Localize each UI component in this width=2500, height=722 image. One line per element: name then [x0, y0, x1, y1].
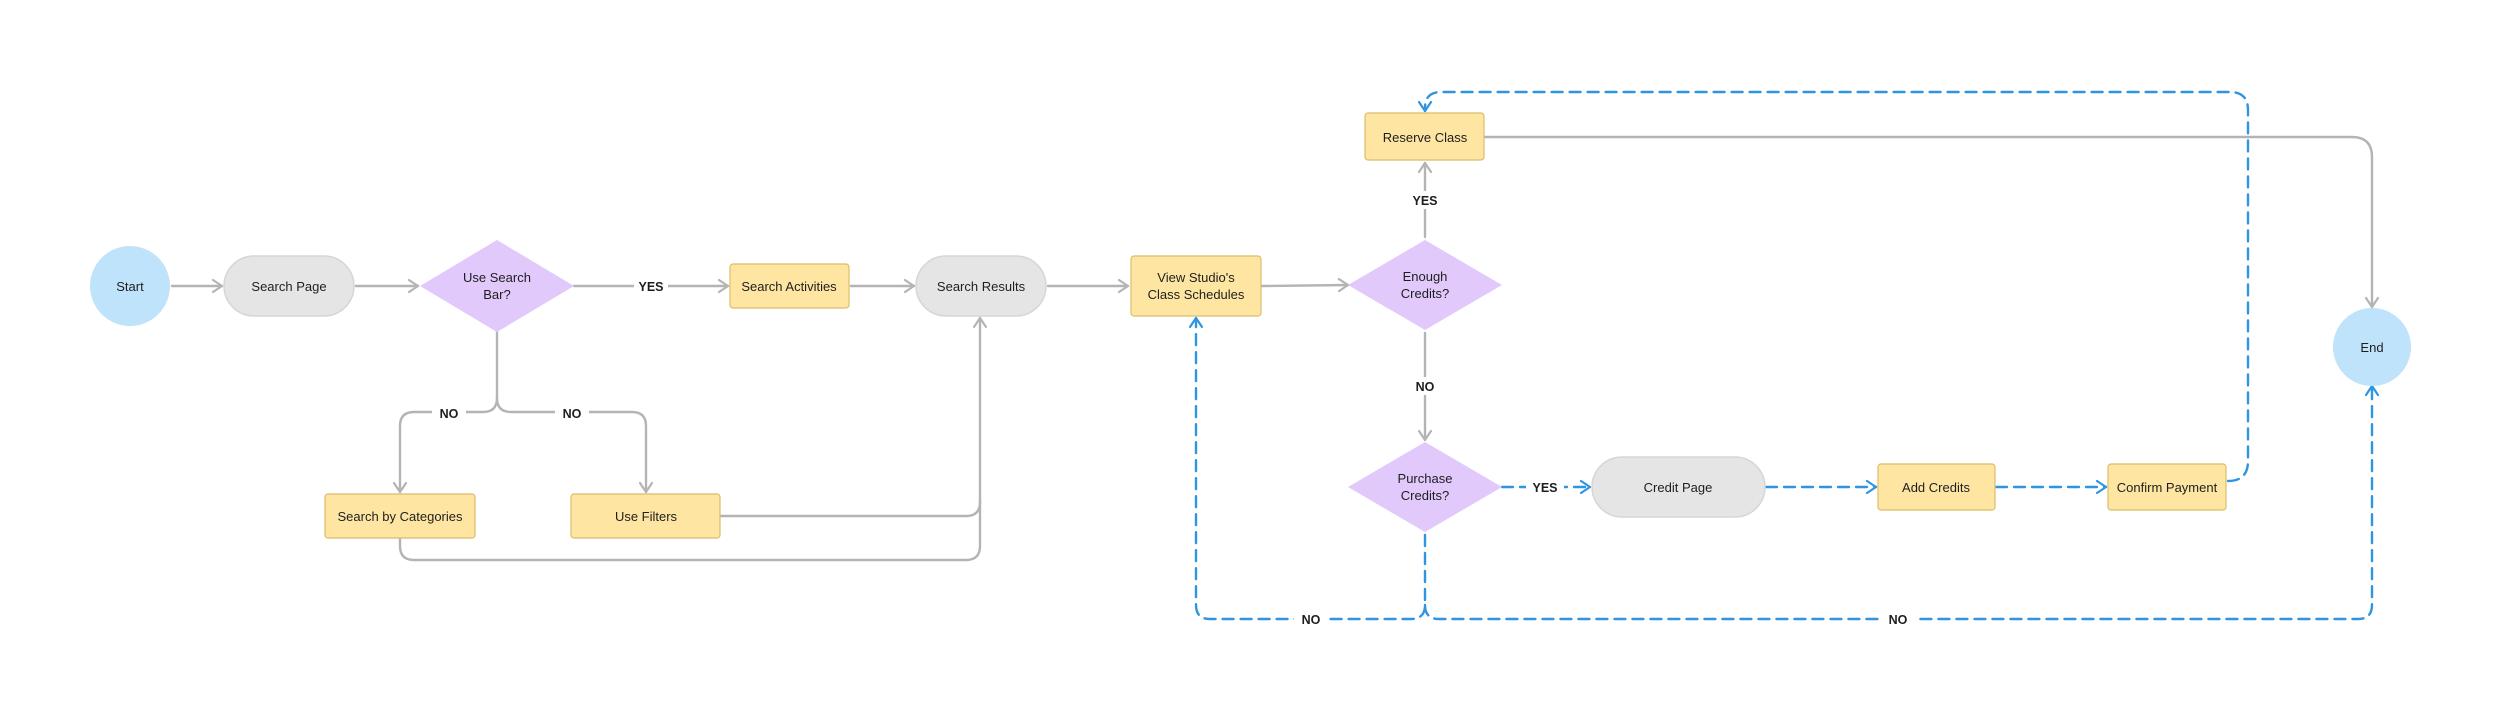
node-search-activities-label: Search Activities	[741, 279, 837, 294]
edge-decision-no-to-filters	[495, 396, 646, 494]
edge-label-purchase-no-left: NO	[1302, 613, 1321, 627]
node-credit-page-label: Credit Page	[1644, 480, 1713, 495]
node-view-schedules-line1: View Studio's	[1157, 270, 1235, 285]
edge-confirm-to-reserve	[1425, 90, 2250, 483]
node-use-search-bar-line2: Bar?	[483, 287, 510, 302]
edge-label-search-bar-no-left: NO	[440, 407, 459, 421]
edge-schedules-to-enough	[1260, 285, 1350, 286]
edge-labels: YES NO NO YES NO YES NO NO	[432, 191, 1915, 628]
solid-edges	[170, 135, 2372, 562]
edge-label-search-bar-no-right: NO	[563, 407, 582, 421]
node-enough-credits-line2: Credits?	[1401, 286, 1449, 301]
node-add-credits[interactable]: Add Credits	[1877, 463, 1996, 511]
node-search-page-label: Search Page	[251, 279, 326, 294]
node-use-filters[interactable]: Use Filters	[570, 493, 721, 539]
node-use-search-bar-line1: Use Search	[463, 270, 531, 285]
node-credit-page[interactable]: Credit Page	[1591, 456, 1766, 518]
node-view-schedules-line2: Class Schedules	[1148, 287, 1245, 302]
node-view-schedules[interactable]: View Studio's Class Schedules	[1130, 255, 1262, 317]
edge-reserve-to-end	[1483, 135, 2372, 309]
edge-purchase-no-to-end	[1423, 384, 2372, 621]
edge-label-enough-no: NO	[1416, 380, 1435, 394]
nodes: Start Search Page Use Search Bar? Search…	[90, 112, 2411, 539]
node-reserve-class[interactable]: Reserve Class	[1364, 112, 1485, 161]
edge-filters-to-results	[718, 316, 980, 518]
node-start-label: Start	[116, 279, 144, 294]
edge-label-purchase-yes: YES	[1532, 481, 1557, 495]
node-search-results[interactable]: Search Results	[915, 255, 1047, 317]
node-add-credits-label: Add Credits	[1902, 480, 1970, 495]
node-search-activities[interactable]: Search Activities	[729, 263, 850, 309]
node-enough-credits-line1: Enough	[1403, 269, 1448, 284]
node-search-by-categories[interactable]: Search by Categories	[324, 493, 476, 539]
node-enough-credits[interactable]: Enough Credits?	[1348, 240, 1502, 330]
node-reserve-class-label: Reserve Class	[1383, 130, 1468, 145]
node-purchase-credits-line1: Purchase	[1398, 471, 1453, 486]
node-search-page[interactable]: Search Page	[223, 255, 355, 317]
edge-label-enough-yes: YES	[1412, 194, 1437, 208]
node-use-filters-label: Use Filters	[615, 509, 678, 524]
node-end[interactable]: End	[2333, 308, 2411, 386]
node-confirm-payment-label: Confirm Payment	[2117, 480, 2218, 495]
node-purchase-credits[interactable]: Purchase Credits?	[1348, 442, 1502, 532]
node-confirm-payment[interactable]: Confirm Payment	[2107, 463, 2227, 511]
edge-label-purchase-no-right: NO	[1889, 613, 1908, 627]
node-search-by-categories-label: Search by Categories	[337, 509, 463, 524]
edge-label-search-bar-yes: YES	[638, 280, 663, 294]
node-end-label: End	[2360, 340, 2383, 355]
edge-purchase-no-to-schedules	[1196, 316, 1427, 621]
node-use-search-bar[interactable]: Use Search Bar?	[420, 240, 574, 332]
node-start[interactable]: Start	[90, 246, 170, 326]
dashed-edges	[1196, 90, 2372, 621]
node-search-results-label: Search Results	[937, 279, 1026, 294]
edge-categories-to-results	[398, 498, 982, 562]
node-purchase-credits-line2: Credits?	[1401, 488, 1449, 503]
